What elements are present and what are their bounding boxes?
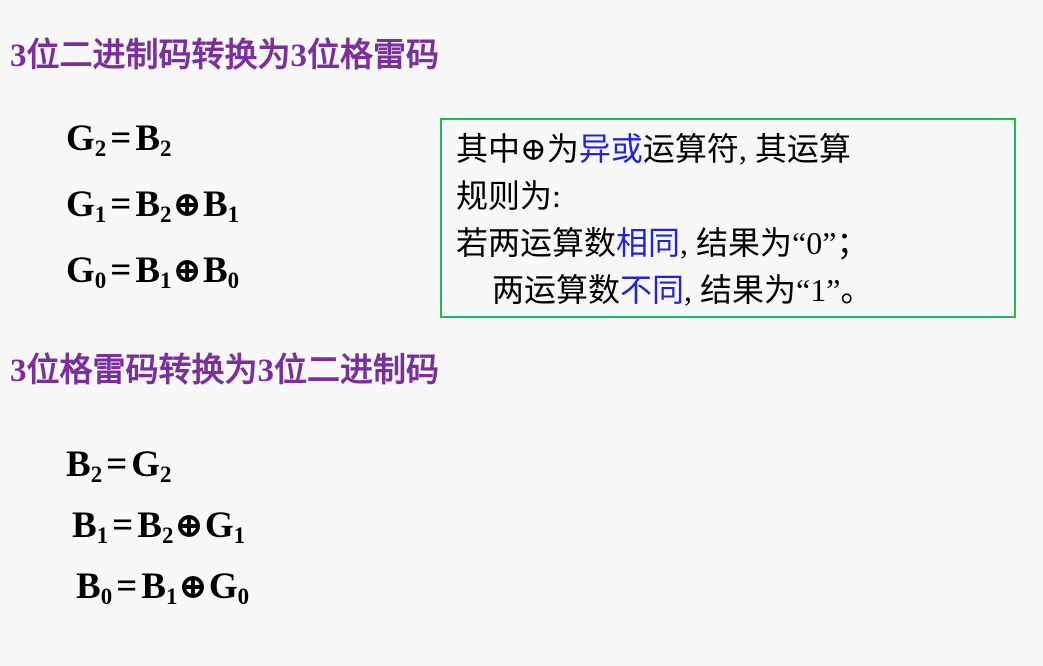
formula-lhs-subscript: 2 [90, 462, 103, 488]
formula-block-gray-to-binary: B2=G2 B1=B2⊕G1 B0=B1⊕G0 [66, 436, 249, 619]
xor-operator-icon: ⊕ [178, 567, 208, 606]
equals-sign: = [116, 566, 138, 607]
formula-rhs2-symbol: B [202, 250, 228, 291]
equals-sign: = [106, 444, 128, 485]
formula-rhs1-subscript: 2 [160, 136, 172, 162]
formula-rhs1-symbol: B [135, 250, 161, 291]
note-text-pre: 两运算数 [492, 272, 621, 308]
formula-line: B1=B2⊕G1 [66, 497, 249, 558]
formula-rhs1-subscript: 1 [165, 584, 178, 610]
formula-rhs2-subscript: 1 [227, 202, 240, 228]
equals-sign: = [110, 184, 132, 225]
note-text-pre: 若两运算数 [456, 225, 617, 261]
formula-line: B0=B1⊕G0 [66, 558, 249, 619]
formula-lhs-symbol: B [72, 505, 97, 546]
formula-lhs-subscript: 2 [94, 136, 107, 162]
formula-lhs-symbol: G [66, 250, 95, 291]
formula-line: G1=B2⊕B1 [66, 174, 239, 240]
formula-lhs-symbol: B [66, 444, 91, 485]
note-text-post: , 结果为“1”。 [684, 272, 873, 308]
xor-definition-note-box: 其中⊕为异或运算符, 其运算 规则为: 若两运算数相同, 结果为“0”； 两运算… [440, 118, 1016, 318]
formula-rhs2-subscript: 1 [233, 523, 246, 549]
formula-rhs1-symbol: B [135, 118, 161, 159]
formula-rhs1-symbol: B [137, 505, 162, 546]
formula-rhs1-subscript: 2 [161, 523, 174, 549]
formula-rhs2-subscript: 0 [227, 268, 240, 294]
formula-lhs-subscript: 1 [96, 523, 109, 549]
formula-rhs1-subscript: 2 [160, 462, 172, 488]
note-text-pre: 规则为: [456, 178, 561, 214]
formula-line: G0=B1⊕B0 [66, 240, 239, 306]
formula-line: B2=G2 [66, 436, 249, 497]
formula-rhs1-subscript: 2 [160, 202, 172, 228]
formula-lhs-subscript: 0 [100, 584, 113, 610]
formula-lhs-subscript: 1 [94, 202, 107, 228]
note-text-post: 运算符, 其运算 [642, 131, 851, 167]
xor-operator-icon: ⊕ [172, 251, 202, 290]
formula-rhs2-symbol: G [208, 566, 238, 607]
formula-lhs-symbol: B [76, 566, 101, 607]
formula-lhs-subscript: 0 [94, 268, 107, 294]
note-highlight-term: 相同 [616, 225, 681, 261]
formula-lhs-symbol: G [66, 118, 95, 159]
formula-rhs2-symbol: B [202, 184, 228, 225]
note-highlight-term: 不同 [620, 272, 685, 308]
formula-line: G2=B2 [66, 108, 239, 174]
formula-rhs1-symbol: G [131, 444, 161, 485]
note-line: 规则为: [456, 173, 1004, 220]
formula-rhs1-subscript: 1 [160, 268, 172, 294]
note-highlight-term: 异或 [578, 131, 643, 167]
formula-block-binary-to-gray: G2=B2 G1=B2⊕B1 G0=B1⊕B0 [66, 108, 239, 306]
formula-rhs1-symbol: B [141, 566, 166, 607]
section-title-binary-to-gray: 3位二进制码转换为3位格雷码 [10, 38, 439, 74]
formula-rhs2-subscript: 0 [237, 584, 250, 610]
note-text-pre: 其中⊕为 [456, 131, 579, 167]
note-line: 若两运算数相同, 结果为“0”； [456, 220, 1004, 267]
equals-sign: = [112, 505, 134, 546]
note-line: 其中⊕为异或运算符, 其运算 [456, 126, 1004, 173]
note-text-post: , 结果为“0”； [680, 225, 869, 261]
xor-operator-icon: ⊕ [174, 506, 204, 545]
formula-rhs1-symbol: B [135, 184, 161, 225]
note-line: 两运算数不同, 结果为“1”。 [456, 267, 1004, 314]
formula-lhs-symbol: G [66, 184, 95, 225]
xor-operator-icon: ⊕ [172, 185, 202, 224]
equals-sign: = [110, 250, 132, 291]
formula-rhs2-symbol: G [204, 505, 234, 546]
equals-sign: = [110, 118, 132, 159]
section-title-gray-to-binary: 3位格雷码转换为3位二进制码 [10, 353, 439, 389]
